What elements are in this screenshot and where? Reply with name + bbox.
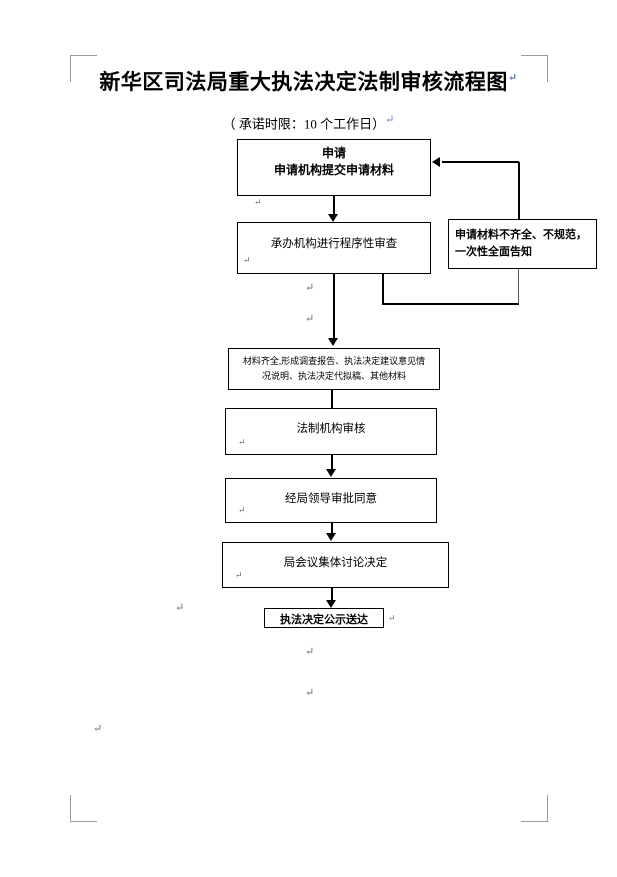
arrowhead-leader xyxy=(326,469,336,477)
arrowhead-publish xyxy=(326,600,336,608)
flow-node-apply: 申请 申请机构提交申请材料 xyxy=(237,139,431,196)
edge-notice-feedback-left xyxy=(442,161,519,163)
flow-node-notice-line-1: 申请材料不齐全、不规范， xyxy=(455,229,587,241)
pilcrow-mark-6: ↵ xyxy=(305,282,315,294)
flow-node-notice-line-2: 一次性全面告知 xyxy=(455,246,532,258)
edge-procedure-to-materials xyxy=(333,274,335,338)
pilcrow-mark-3: ↵ xyxy=(305,687,315,699)
flow-node-meeting-decision: 局会议集体讨论决定 xyxy=(222,542,449,588)
pilcrow-subtitle: ↵ xyxy=(385,114,395,126)
flow-node-leader-approval: 经局领导审批同意 xyxy=(225,478,437,523)
editor-mark-legal: ↵ xyxy=(238,437,246,447)
flow-node-materials-line-2: 况说明、执法决定代拟稿、其他材料 xyxy=(261,371,406,381)
edge-leader-to-meeting xyxy=(331,523,333,534)
flow-node-publish: 执法决定公示送达 xyxy=(264,608,384,628)
edge-procedure-branch-down xyxy=(382,274,384,304)
edge-procedure-branch-right xyxy=(382,303,519,305)
pilcrow-title: ↵ xyxy=(507,72,518,84)
arrowhead-materials xyxy=(328,338,338,346)
flow-node-apply-line-1: 申请 xyxy=(321,146,346,160)
pilcrow-mark-4: ↵ xyxy=(93,723,103,735)
editor-mark-meeting: ↵ xyxy=(235,570,243,580)
flow-node-meeting-decision-line-1: 局会议集体讨论决定 xyxy=(283,557,388,569)
pilcrow-mark-5: ↵ xyxy=(305,313,315,325)
page-title: 新华区司法局重大执法决定法制审核流程图↵ xyxy=(0,66,617,96)
flow-node-publish-line-1: 执法决定公示送达 xyxy=(280,614,368,626)
edge-notice-top-stem xyxy=(518,196,520,220)
page-subtitle-text: （ 承诺时限：10 个工作日） xyxy=(222,116,386,132)
crop-mark-top-right xyxy=(521,55,548,82)
arrowhead-apply-feedback xyxy=(432,157,440,167)
flow-node-legal-review-line-1: 法制机构审核 xyxy=(296,423,366,435)
edge-notice-bottom xyxy=(518,269,520,304)
pilcrow-mark-1: ↵ xyxy=(175,602,185,614)
flow-node-procedure: 承办机构进行程序性审查 xyxy=(237,222,431,274)
pilcrow-mark-2: ↵ xyxy=(305,646,315,658)
crop-mark-bottom-left xyxy=(70,795,97,822)
flow-node-materials-line-1: 材料齐全,形成调查报告、执法决定建议意见情 xyxy=(242,356,426,366)
flow-node-apply-line-2: 申请机构提交申请材料 xyxy=(273,163,394,177)
arrowhead-meeting xyxy=(326,533,336,541)
edge-notice-feedback-up xyxy=(518,162,520,220)
flow-node-leader-approval-line-1: 经局领导审批同意 xyxy=(285,493,377,505)
crop-mark-top-left xyxy=(70,55,97,82)
editor-mark-apply: ↵ xyxy=(254,197,262,207)
edge-apply-to-procedure xyxy=(333,196,335,216)
editor-mark-publish: ↵ xyxy=(388,613,396,623)
editor-mark-procedure: ↵ xyxy=(243,255,251,265)
edge-meeting-to-publish xyxy=(331,588,333,602)
flow-node-materials: 材料齐全,形成调查报告、执法决定建议意见情 况说明、执法决定代拟稿、其他材料 xyxy=(228,348,440,390)
arrowhead-procedure xyxy=(328,214,338,222)
crop-mark-bottom-right xyxy=(521,795,548,822)
page-subtitle: （ 承诺时限：10 个工作日）↵ xyxy=(0,113,617,132)
edge-materials-to-legal xyxy=(331,390,333,408)
page-title-text: 新华区司法局重大执法决定法制审核流程图 xyxy=(99,70,508,94)
flow-node-procedure-line-1: 承办机构进行程序性审查 xyxy=(270,238,398,250)
flow-node-notice: 申请材料不齐全、不规范， 一次性全面告知 xyxy=(448,219,597,269)
edge-legal-to-leader xyxy=(331,455,333,470)
editor-mark-leader: ↵ xyxy=(238,505,246,515)
flow-node-legal-review: 法制机构审核 xyxy=(225,408,437,455)
